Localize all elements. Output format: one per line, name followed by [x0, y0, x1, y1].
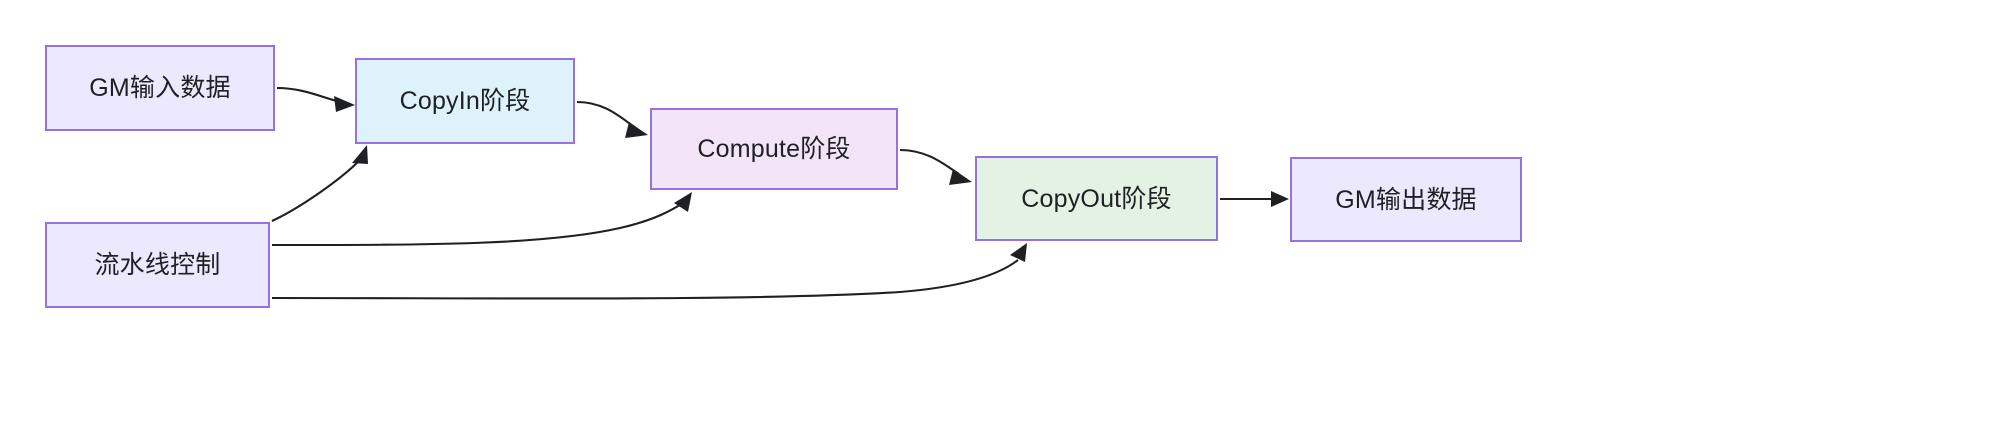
edge-compute-to-copyout — [899, 148, 972, 185]
arrow-head-icon — [625, 122, 648, 138]
node-label: GM输入数据 — [89, 74, 231, 102]
node-label: CopyOut阶段 — [1021, 184, 1172, 213]
arrow-head-icon — [674, 192, 692, 212]
arrow-head-icon — [1010, 243, 1027, 262]
node-label: GM输出数据 — [1335, 185, 1477, 214]
arrow-head-icon — [949, 169, 972, 185]
node-copyin[interactable]: CopyIn阶段 — [355, 58, 575, 144]
node-compute[interactable]: Compute阶段 — [650, 108, 898, 190]
node-gm-input[interactable]: GM输入数据 — [45, 45, 275, 131]
arrow-head-icon — [334, 96, 355, 112]
edge-gm-input-to-copyin — [276, 86, 355, 112]
node-label: CopyIn阶段 — [399, 87, 531, 115]
node-label: Compute阶段 — [697, 135, 851, 163]
edge-pipeline-control-to-copyin — [271, 145, 368, 222]
arrow-head-icon — [1271, 191, 1289, 207]
arrow-head-icon — [352, 145, 368, 164]
node-gm-output[interactable]: GM输出数据 — [1290, 157, 1522, 242]
node-label: 流水线控制 — [94, 251, 221, 279]
node-pipeline-control[interactable]: 流水线控制 — [45, 222, 270, 308]
edge-copyout-to-gm-output — [1220, 191, 1289, 207]
edge-copyin-to-compute — [576, 100, 648, 138]
node-copyout[interactable]: CopyOut阶段 — [975, 156, 1218, 241]
edge-pipeline-control-to-compute — [271, 192, 692, 247]
edge-pipeline-control-to-copyout — [271, 243, 1027, 300]
